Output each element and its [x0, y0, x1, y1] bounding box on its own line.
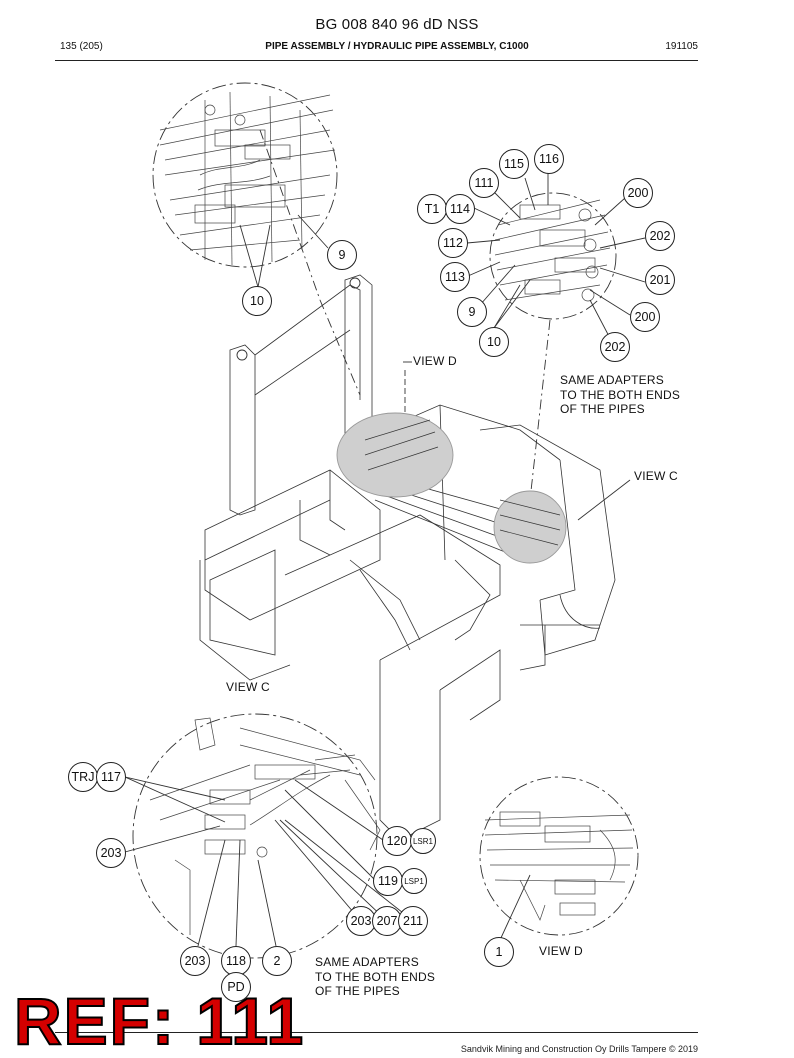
callout-200: 200 — [630, 302, 660, 332]
callout-2: 2 — [262, 946, 292, 976]
callout-111: 111 — [469, 168, 499, 198]
callout-113: 113 — [440, 262, 470, 292]
section-title: PIPE ASSEMBLY / HYDRAULIC PIPE ASSEMBLY,… — [265, 41, 529, 52]
note-same-adapters-top: SAME ADAPTERS TO THE BOTH ENDS OF THE PI… — [560, 373, 681, 416]
callout-10: 10 — [242, 286, 272, 316]
reference-stamp: REF: 111 — [13, 984, 306, 1058]
header-rule — [55, 60, 698, 61]
callout-lsr1: LSR1 — [410, 828, 436, 854]
callout-200: 200 — [623, 178, 653, 208]
footer-rule — [55, 1032, 698, 1033]
callout-201: 201 — [645, 265, 675, 295]
callout-202: 202 — [645, 221, 675, 251]
callout-117: 117 — [96, 762, 126, 792]
callout-203: 203 — [96, 838, 126, 868]
callout-1: 1 — [484, 937, 514, 967]
page-number: 135 (205) — [60, 41, 103, 52]
callout-207: 207 — [372, 906, 402, 936]
callout-120: 120 — [382, 826, 412, 856]
callout-10: 10 — [479, 327, 509, 357]
view-c-label-main: VIEW C — [634, 469, 678, 483]
callout-119: 119 — [373, 866, 403, 896]
footer-copyright: Sandvik Mining and Construction Oy Drill… — [460, 1044, 698, 1054]
callout-203: 203 — [346, 906, 376, 936]
callout-trj: TRJ — [68, 762, 98, 792]
callout-116: 116 — [534, 144, 564, 174]
document-code: 191105 — [665, 41, 698, 52]
note-same-adapters-bottom: SAME ADAPTERS TO THE BOTH ENDS OF THE PI… — [315, 955, 436, 998]
callout-t1: T1 — [417, 194, 447, 224]
callout-202: 202 — [600, 332, 630, 362]
callout-pd: PD — [221, 972, 251, 1002]
callout-115: 115 — [499, 149, 529, 179]
view-d-label-detail: VIEW D — [539, 944, 583, 958]
callout-114: 114 — [445, 194, 475, 224]
callout-lsp1: LSP1 — [401, 868, 427, 894]
callout-211: 211 — [398, 906, 428, 936]
view-d-label-main: VIEW D — [413, 354, 457, 368]
view-c-label-detail: VIEW C — [226, 680, 270, 694]
callout-112: 112 — [438, 228, 468, 258]
document-title: BG 008 840 96 dD NSS — [315, 16, 479, 33]
callout-203: 203 — [180, 946, 210, 976]
callout-9: 9 — [457, 297, 487, 327]
callout-9: 9 — [327, 240, 357, 270]
